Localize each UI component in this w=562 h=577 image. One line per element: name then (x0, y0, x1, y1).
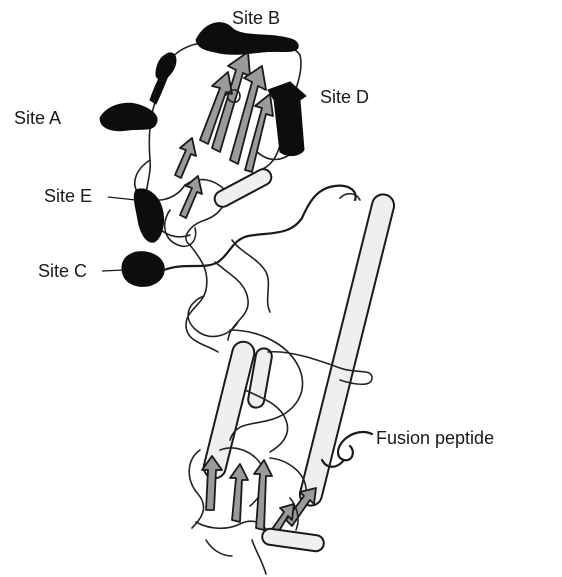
site-c-label: Site C (38, 261, 87, 281)
base-loop-1 (189, 450, 203, 528)
base-domain (189, 448, 325, 574)
site-e-label: Site E (44, 186, 92, 206)
site-c-blob (122, 252, 164, 287)
head-strand-5 (175, 138, 196, 178)
base-helix (261, 528, 325, 552)
site-a-blob (100, 103, 157, 130)
head-helix (212, 166, 274, 209)
site-d-blob (268, 82, 306, 156)
site-e-blob (134, 189, 163, 242)
head-strand-6 (180, 176, 202, 218)
neck-loop-4 (232, 240, 270, 312)
base-strand-2 (230, 464, 248, 522)
stem-loop-3 (188, 296, 238, 336)
base-loop-6 (206, 540, 232, 556)
base-strand-3 (254, 460, 272, 530)
site-c-leader (102, 270, 124, 271)
site-a-label: Site A (14, 108, 61, 128)
site-b-label: Site B (232, 8, 280, 28)
neck-loop-3 (215, 262, 248, 340)
antigenic-sites (100, 23, 306, 287)
fusion-peptide-label: Fusion peptide (376, 428, 494, 448)
long-helix-right-cap (340, 194, 360, 200)
site-e-leader (108, 197, 136, 200)
base-loop-5 (252, 540, 266, 574)
site-d-label: Site D (320, 87, 369, 107)
